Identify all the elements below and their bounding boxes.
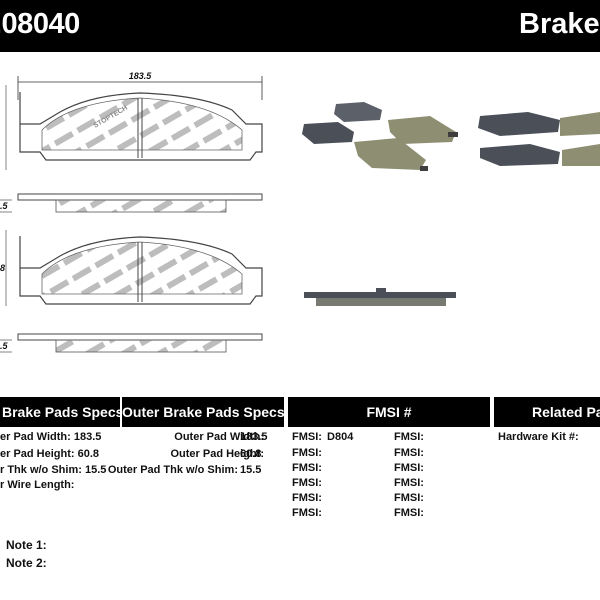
outer-specs-header: Outer Brake Pads Specs: [122, 397, 284, 427]
pad-side-photo: [304, 288, 456, 306]
fmsi-header: FMSI #: [288, 397, 490, 427]
width-dimension: 183.5: [17, 71, 263, 100]
height-dim-label: 8: [0, 263, 5, 273]
inner-specs-header: Brake Pads Specs: [0, 397, 120, 427]
outer-pad-outline: 8: [0, 230, 263, 306]
hardware-kit-label: Hardware Kit #:: [498, 431, 579, 443]
width-dim-label: 183.5: [129, 71, 153, 81]
thk-dim-bottom: .5: [0, 341, 9, 351]
header-bar: .08040 Brake P: [0, 0, 600, 52]
outer-pad-edge: .5: [0, 333, 263, 353]
inner-pad-edge: .5: [0, 193, 263, 213]
brake-pad-drawing: 183.5 STOPTECH .5 8 .5: [0, 71, 600, 353]
related-parts-header: Related Par: [494, 397, 600, 427]
note-1: Note 1:: [6, 538, 47, 552]
inner-pad-outline: STOPTECH: [19, 92, 263, 161]
thk-dim-top: .5: [0, 201, 9, 211]
pads-photo: [302, 102, 458, 171]
part-number: .08040: [0, 8, 80, 40]
page-title: Brake P: [519, 8, 600, 40]
note-2: Note 2:: [6, 556, 47, 570]
pads-photo-2: [478, 112, 600, 166]
